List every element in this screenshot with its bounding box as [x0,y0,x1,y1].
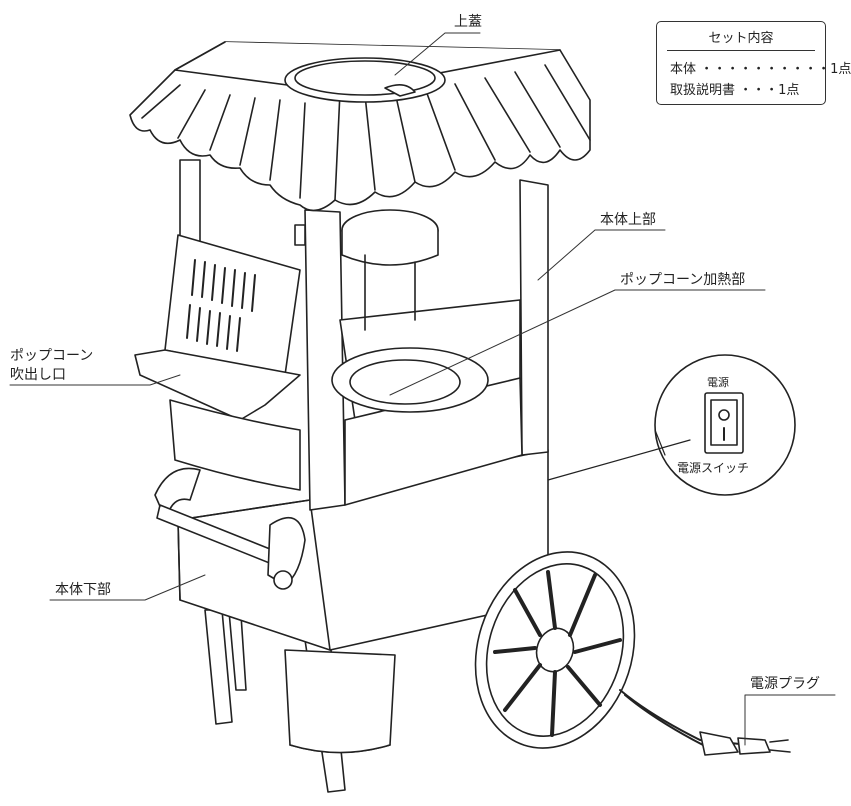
label-power-plug: 電源プラグ [750,676,820,692]
heating-bowl [331,347,489,413]
label-lid: 上蓋 [454,14,482,30]
set-contents-box: セット内容 本体 ・・・・・・・・・・1点 取扱説明書 ・・・1点 [656,21,851,105]
power-switch-icon [704,392,744,454]
label-heating-section: ポップコーン加熱部 [620,272,746,288]
roof-canopy [129,41,591,212]
leader-outlet [9,374,181,386]
set-contents-title: セット内容 [708,31,774,46]
plug-icon [769,739,791,753]
cart-wheel [474,551,636,749]
kettle [294,209,439,331]
label-power-switch: 電源スイッチ [677,461,750,475]
leader-lower-body [49,574,206,601]
set-contents-divider [667,50,815,51]
set-contents-item: 本体 ・・・・・・・・・・1点 [670,62,851,77]
leader-heating [389,289,766,396]
popcorn-outlet [134,234,301,491]
label-upper-body: 本体上部 [600,212,656,228]
label-lower-body: 本体下部 [55,582,111,598]
handle [154,467,306,590]
label-outlet-line2: 吹出し口 [10,367,66,383]
switch-callout [547,354,796,496]
leader-plug [744,694,836,746]
set-contents-item: 取扱説明書 ・・・1点 [670,83,800,98]
label-outlet-line1: ポップコーン [10,348,94,364]
label-switch-top: 電源 [707,376,729,389]
collection-bin [284,649,396,754]
leader-lid [394,32,481,76]
power-cord [619,689,771,756]
leader-upper-body [537,229,666,281]
leader-lines [9,32,836,746]
